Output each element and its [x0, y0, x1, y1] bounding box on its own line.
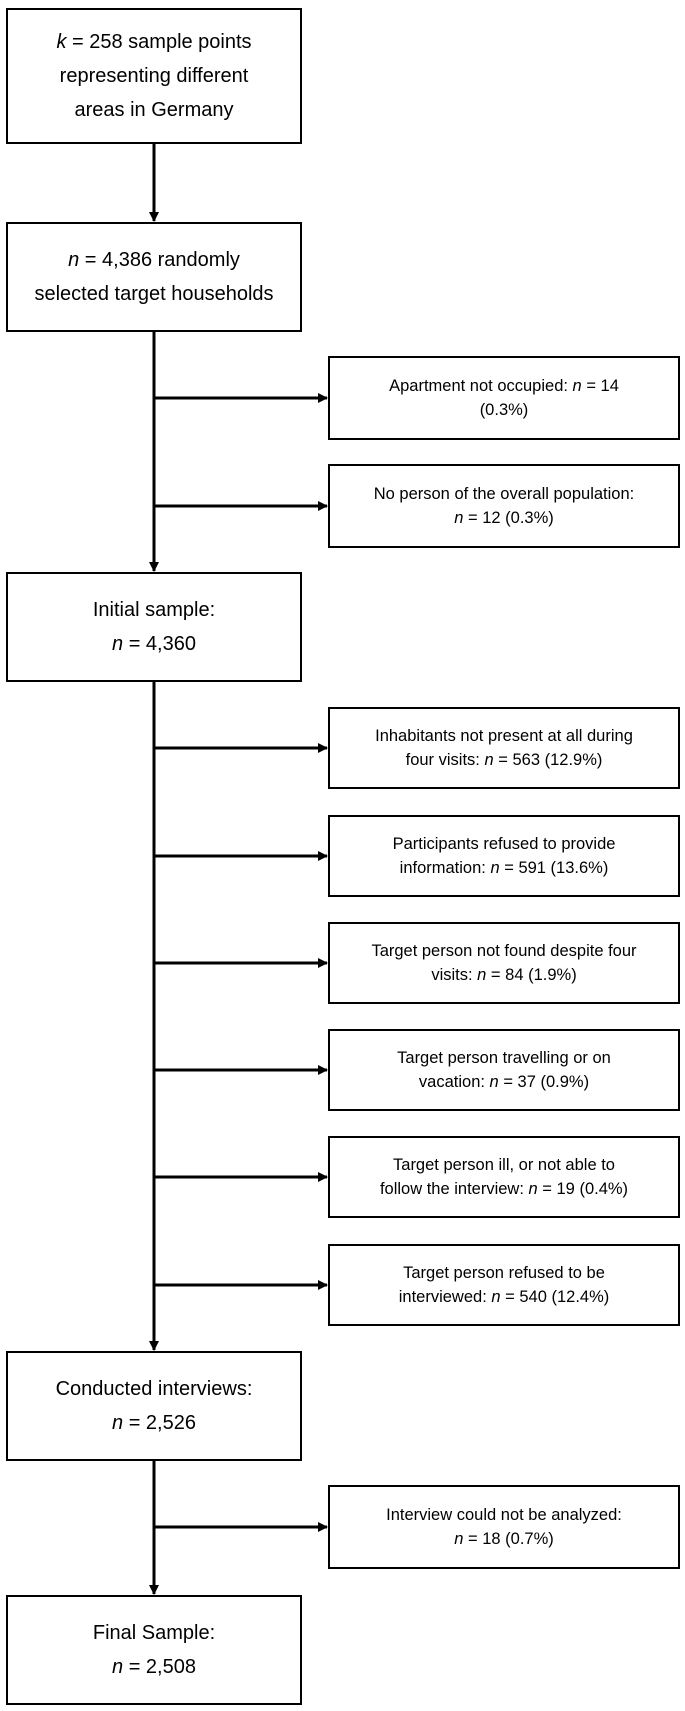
- text-segment: selected target households: [34, 283, 274, 305]
- box-conducted-interviews: Conducted interviews: n = 2,526: [6, 1351, 302, 1461]
- statistic-symbol: n: [528, 1180, 538, 1198]
- text-segment: Initial sample:: [92, 599, 216, 621]
- box-text-line: Final Sample:: [93, 1616, 215, 1650]
- text-segment: = 540 (12.4%): [500, 1288, 610, 1306]
- box-no-person-population: No person of the overall population: n = …: [328, 464, 680, 548]
- box-text-line: vacation: n = 37 (0.9%): [419, 1070, 589, 1094]
- box-text-line: Target person ill, or not able to: [393, 1153, 615, 1177]
- box-text-line: n = 2,508: [112, 1650, 196, 1684]
- text-segment: interviewed:: [398, 1288, 492, 1306]
- box-text-line: No person of the overall population:: [374, 482, 635, 506]
- text-segment: = 18 (0.7%): [463, 1530, 554, 1548]
- box-interview-not-analyzed: Interview could not be analyzed: n = 18 (…: [328, 1485, 680, 1569]
- box-text-line: n = 4,386 randomly: [68, 243, 240, 277]
- box-text-line: Participants refused to provide: [393, 832, 616, 856]
- box-target-not-found: Target person not found despite four visi…: [328, 922, 680, 1004]
- statistic-symbol: n: [112, 633, 124, 655]
- text-segment: = 19 (0.4%): [537, 1180, 629, 1198]
- text-segment: representing different: [59, 65, 249, 87]
- statistic-symbol: n: [572, 377, 582, 395]
- text-segment: information:: [399, 859, 491, 877]
- statistic-symbol: n: [477, 966, 487, 984]
- text-segment: Apartment not occupied:: [389, 377, 573, 395]
- text-segment: = 37 (0.9%): [498, 1073, 590, 1091]
- box-participants-refused: Participants refused to provide informati…: [328, 815, 680, 897]
- box-apartment-not-occupied: Apartment not occupied: n = 14 (0.3%): [328, 356, 680, 440]
- box-text-line: visits: n = 84 (1.9%): [431, 963, 576, 987]
- box-text-line: Inhabitants not present at all during: [375, 724, 633, 748]
- statistic-symbol: n: [454, 1530, 464, 1548]
- box-text-line: n = 12 (0.3%): [454, 506, 554, 530]
- text-segment: = 2,508: [123, 1656, 196, 1678]
- box-text-line: n = 18 (0.7%): [454, 1527, 554, 1551]
- box-text-line: interviewed: n = 540 (12.4%): [399, 1285, 610, 1309]
- box-text-line: n = 4,360: [112, 627, 196, 661]
- text-segment: Conducted interviews:: [55, 1378, 253, 1400]
- text-segment: four visits:: [405, 751, 485, 769]
- text-segment: (0.3%): [479, 401, 529, 419]
- box-target-ill: Target person ill, or not able to follow …: [328, 1136, 680, 1218]
- text-segment: Target person refused to be: [403, 1264, 605, 1282]
- text-segment: follow the interview:: [379, 1180, 529, 1198]
- box-text-line: Conducted interviews:: [56, 1372, 253, 1406]
- statistic-symbol: n: [68, 249, 80, 271]
- box-text-line: k = 258 sample points: [56, 25, 251, 59]
- text-segment: = 4,360: [123, 633, 196, 655]
- text-segment: = 84 (1.9%): [486, 966, 577, 984]
- box-target-households: n = 4,386 randomly selected target househ…: [6, 222, 302, 332]
- statistic-symbol: n: [484, 751, 494, 769]
- box-text-line: n = 2,526: [112, 1406, 196, 1440]
- box-target-refused: Target person refused to be interviewed: …: [328, 1244, 680, 1326]
- box-inhabitants-not-present: Inhabitants not present at all during fou…: [328, 707, 680, 789]
- statistic-symbol: k: [56, 31, 67, 53]
- text-segment: = 563 (12.9%): [493, 751, 603, 769]
- box-text-line: Target person not found despite four: [371, 939, 636, 963]
- text-segment: vacation:: [418, 1073, 490, 1091]
- box-text-line: areas in Germany: [75, 93, 234, 127]
- statistic-symbol: n: [489, 1073, 499, 1091]
- statistic-symbol: n: [454, 509, 464, 527]
- text-segment: Interview could not be analyzed:: [386, 1506, 622, 1524]
- box-text-line: Target person travelling or on: [397, 1046, 611, 1070]
- text-segment: Final Sample:: [92, 1622, 216, 1644]
- text-segment: = 2,526: [123, 1412, 196, 1434]
- box-text-line: representing different: [60, 59, 249, 93]
- text-segment: = 4,386 randomly: [79, 249, 240, 271]
- box-sample-points: k = 258 sample points representing differ…: [6, 8, 302, 144]
- box-initial-sample: Initial sample: n = 4,360: [6, 572, 302, 682]
- text-segment: Target person not found despite four: [371, 942, 637, 960]
- text-segment: = 258 sample points: [66, 31, 252, 53]
- box-text-line: Apartment not occupied: n = 14: [389, 374, 619, 398]
- box-text-line: Initial sample:: [93, 593, 215, 627]
- text-segment: No person of the overall population:: [373, 485, 635, 503]
- box-text-line: Target person refused to be: [403, 1261, 605, 1285]
- text-segment: = 14: [581, 377, 619, 395]
- box-text-line: information: n = 591 (13.6%): [400, 856, 609, 880]
- box-target-travelling: Target person travelling or on vacation: …: [328, 1029, 680, 1111]
- text-segment: Participants refused to provide: [392, 835, 616, 853]
- text-segment: Target person ill, or not able to: [393, 1156, 615, 1174]
- statistic-symbol: n: [112, 1412, 124, 1434]
- text-segment: areas in Germany: [74, 99, 234, 121]
- statistic-symbol: n: [491, 1288, 501, 1306]
- statistic-symbol: n: [490, 859, 500, 877]
- text-segment: Target person travelling or on: [397, 1049, 611, 1067]
- box-text-line: Interview could not be analyzed:: [386, 1503, 622, 1527]
- statistic-symbol: n: [112, 1656, 124, 1678]
- text-segment: = 591 (13.6%): [499, 859, 609, 877]
- box-text-line: follow the interview: n = 19 (0.4%): [380, 1177, 628, 1201]
- box-text-line: selected target households: [34, 277, 273, 311]
- text-segment: visits:: [431, 966, 478, 984]
- text-segment: = 12 (0.3%): [463, 509, 554, 527]
- box-final-sample: Final Sample: n = 2,508: [6, 1595, 302, 1705]
- text-segment: Inhabitants not present at all during: [375, 727, 633, 745]
- box-text-line: (0.3%): [480, 398, 529, 422]
- box-text-line: four visits: n = 563 (12.9%): [406, 748, 603, 772]
